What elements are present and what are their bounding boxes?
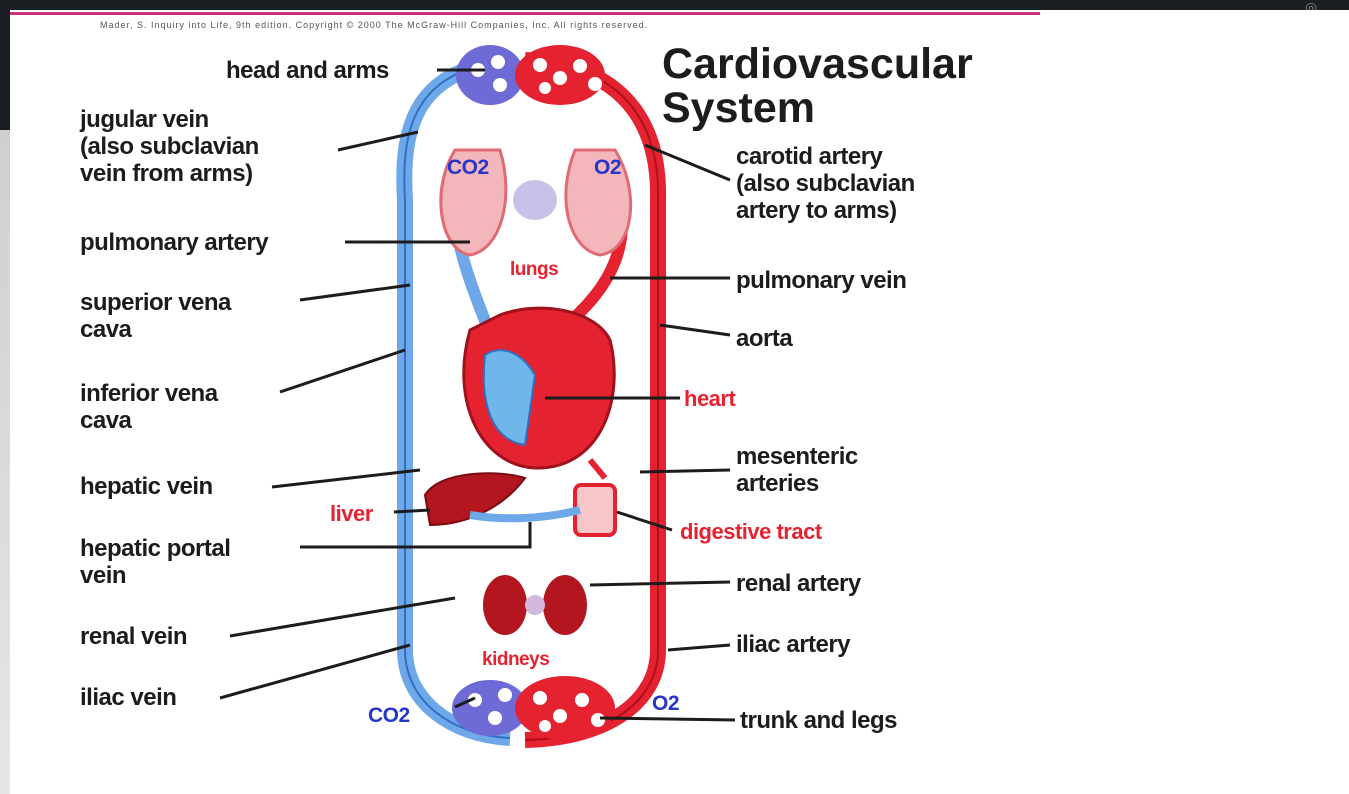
head-capillary-bed xyxy=(456,45,605,105)
label-mesenteric-arteries: mesenteric arteries xyxy=(736,443,858,497)
kidneys xyxy=(483,575,587,635)
label-superior-vena-cava: superior vena cava xyxy=(80,289,231,343)
heart xyxy=(464,308,614,468)
digestive-tract xyxy=(575,460,615,535)
label-co2-bottom: CO2 xyxy=(368,702,410,729)
label-heart: heart xyxy=(684,385,735,412)
label-kidneys: kidneys xyxy=(482,646,549,673)
label-digestive-tract: digestive tract xyxy=(680,518,822,545)
label-carotid-artery: carotid artery (also subclavian artery t… xyxy=(736,143,915,224)
label-renal-vein: renal vein xyxy=(80,623,187,650)
label-o2-top: O2 xyxy=(594,154,621,181)
label-head-and-arms: head and arms xyxy=(226,57,389,84)
label-pulmonary-artery: pulmonary artery xyxy=(80,229,268,256)
label-lungs: lungs xyxy=(510,256,558,283)
label-hepatic-vein: hepatic vein xyxy=(80,473,213,500)
label-renal-artery: renal artery xyxy=(736,570,861,597)
label-iliac-artery: iliac artery xyxy=(736,631,850,658)
label-trunk-and-legs: trunk and legs xyxy=(740,707,897,734)
label-hepatic-portal-vein: hepatic portal vein xyxy=(80,535,230,589)
label-co2-top: CO2 xyxy=(447,154,489,181)
label-inferior-vena-cava: inferior vena cava xyxy=(80,380,218,434)
label-aorta: aorta xyxy=(736,325,792,352)
label-jugular-vein: jugular vein (also subclavian vein from … xyxy=(80,106,259,187)
label-o2-bottom: O2 xyxy=(652,690,679,717)
label-iliac-vein: iliac vein xyxy=(80,684,176,711)
label-liver: liver xyxy=(330,500,373,527)
label-pulmonary-vein: pulmonary vein xyxy=(736,267,906,294)
trunk-capillary-bed xyxy=(452,676,615,740)
